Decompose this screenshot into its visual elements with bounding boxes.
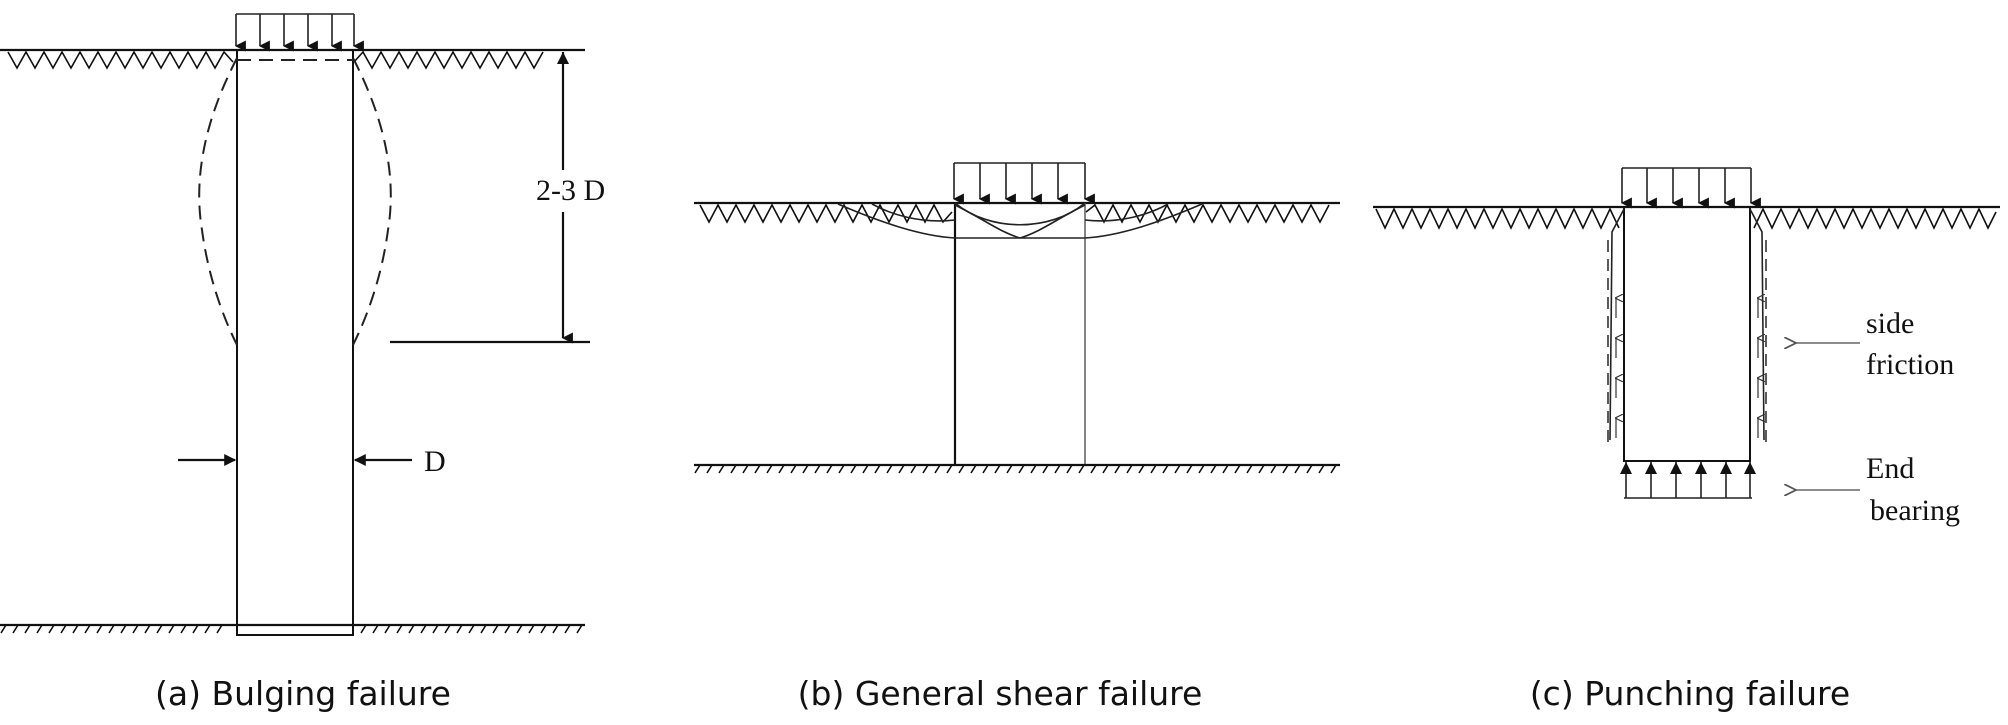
punching-line-left xyxy=(1609,208,1625,441)
ground-hatch-right xyxy=(353,50,544,70)
bulge-left-dashed xyxy=(198,57,238,346)
ground-hatch-left xyxy=(7,50,234,70)
surface-load-arrows xyxy=(234,14,364,52)
punching-line-right xyxy=(1749,208,1765,441)
base-hatch xyxy=(694,464,1337,474)
depth-label-bg xyxy=(528,170,608,212)
surface-load-arrows xyxy=(952,163,1095,205)
depth-label: 2-3 D xyxy=(536,174,605,207)
caption-c: (c) Punching failure xyxy=(1530,674,1850,713)
caption-b: (b) General shear failure xyxy=(798,674,1203,713)
caption-a: (a) Bulging failure xyxy=(155,674,451,713)
panel-c-punching: side friction End bearing (c) Punching f… xyxy=(1373,167,2000,713)
ground-hatch-left xyxy=(1375,207,1620,230)
ground-hatch-right xyxy=(1085,203,1330,224)
ground-hatch-right xyxy=(1753,207,1997,230)
side-friction-label-line1: side xyxy=(1866,307,1914,340)
side-friction-arrows xyxy=(1615,298,1758,438)
diameter-label: D xyxy=(424,445,446,478)
side-friction-label-line2: friction xyxy=(1866,348,1954,381)
shear-failure-surfaces xyxy=(837,202,1203,239)
panel-a-bulging: 2-3 D D (a) Bulging failure xyxy=(0,13,608,713)
pile-column xyxy=(236,49,354,636)
surface-load-arrows xyxy=(1620,168,1761,209)
panel-b-general-shear: (b) General shear failure xyxy=(694,162,1340,713)
pile-column xyxy=(1623,206,1751,462)
bulge-right-dashed xyxy=(352,57,392,346)
end-bearing-label-line1: End xyxy=(1866,452,1914,485)
end-bearing-arrows xyxy=(1620,462,1756,498)
end-bearing-label-line2: bearing xyxy=(1870,494,1960,527)
ground-hatch-left xyxy=(699,203,953,224)
base-hatch xyxy=(0,624,583,634)
depth-dimension-top-arrow xyxy=(557,52,569,64)
